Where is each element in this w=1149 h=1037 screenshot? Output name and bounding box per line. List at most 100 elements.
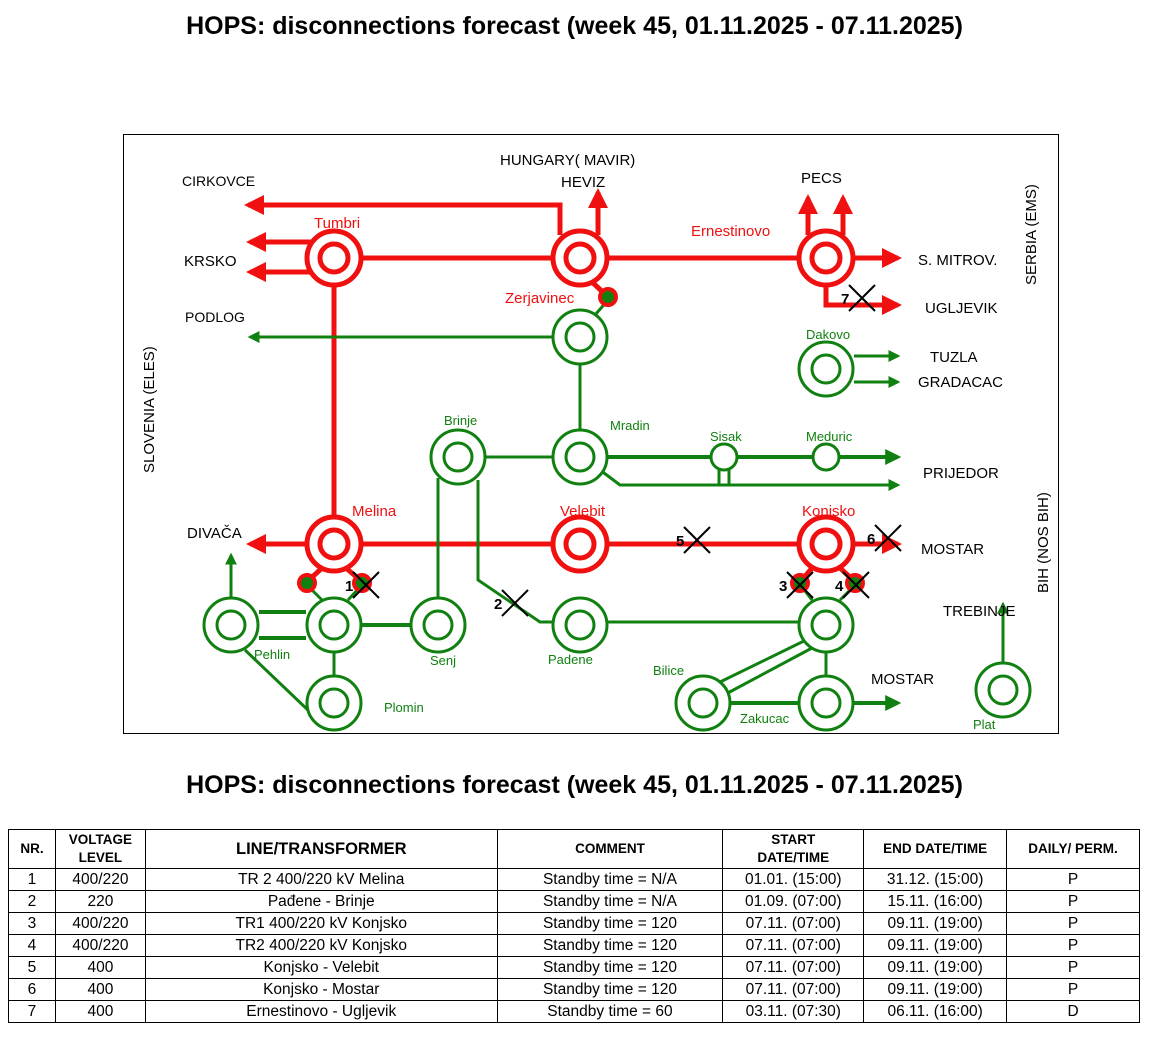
cell-start: 07.11. (07:00) <box>722 978 865 1001</box>
node-label-konjsko: Konjsko <box>802 503 855 520</box>
substation-konjsko-220 <box>797 596 855 654</box>
cell-voltage: 400 <box>54 1000 146 1023</box>
region-bih: BIH (NOS BIH) <box>1035 492 1052 593</box>
substation-senj <box>409 596 467 654</box>
substation-sisak <box>709 442 739 472</box>
cell-nr: 3 <box>8 912 56 935</box>
cell-comment: Standby time = 120 <box>496 912 724 935</box>
disconnection-number: 6 <box>867 531 875 548</box>
header-start-line2: DATE/TIME <box>757 850 830 865</box>
substation-velebit <box>550 514 610 574</box>
cell-start: 07.11. (07:00) <box>722 912 865 935</box>
cell-end: 09.11. (19:00) <box>863 912 1008 935</box>
node-label-plat: Plat <box>973 717 996 732</box>
ext-ugljevik: UGLJEVIK <box>925 300 998 317</box>
cell-daily: D <box>1006 1000 1140 1023</box>
ext-heviz: HEVIZ <box>561 174 605 191</box>
disconnection-number: 1 <box>345 578 353 595</box>
cell-daily: P <box>1006 912 1140 935</box>
ext-tuzla: TUZLA <box>930 349 978 366</box>
ext-mostar-220: MOSTAR <box>871 671 934 688</box>
cell-end: 06.11. (16:00) <box>863 1000 1008 1023</box>
substation-meduric <box>811 442 841 472</box>
region-serbia: SERBIA (EMS) <box>1023 184 1040 285</box>
cell-line: Konjsko - Velebit <box>144 956 498 979</box>
ext-divaca: DIVAČA <box>187 525 242 542</box>
cell-end: 15.11. (16:00) <box>863 890 1008 913</box>
disconnection-mark-2: 2 <box>494 589 529 617</box>
header-voltage: VOLTAGE LEVEL <box>54 829 146 869</box>
substation-heviz <box>550 228 610 288</box>
substation-zakucac <box>797 674 855 732</box>
node-label-meduric: Meduric <box>806 429 853 444</box>
substation-mradin <box>551 428 609 486</box>
cell-daily: P <box>1006 978 1140 1001</box>
node-label-plomin: Plomin <box>384 700 424 715</box>
substation-ernestinovo <box>796 228 856 288</box>
header-voltage-line1: VOLTAGE <box>68 832 133 847</box>
node-label-zakucac: Zakucac <box>740 711 790 726</box>
cell-voltage: 400/220 <box>54 934 146 957</box>
cell-line: TR 2 400/220 kV Melina <box>144 868 498 891</box>
ext-krsko: KRSKO <box>184 253 237 270</box>
cell-line: Pađene - Brinje <box>144 890 498 913</box>
transformer-dot <box>297 573 317 593</box>
cell-line: TR1 400/220 kV Konjsko <box>144 912 498 935</box>
node-label-senj: Senj <box>430 653 456 668</box>
substation-konjsko <box>796 514 856 574</box>
disconnection-number: 2 <box>494 596 502 613</box>
header-line: LINE/TRANSFORMER <box>144 829 498 869</box>
cell-nr: 4 <box>8 934 56 957</box>
page-title: HOPS: disconnections forecast (week 45, … <box>186 12 963 40</box>
substation-bilice <box>674 674 732 732</box>
disconnection-number: 4 <box>835 578 844 595</box>
substation-padene <box>551 596 609 654</box>
header-voltage-line2: LEVEL <box>78 850 123 865</box>
cell-voltage: 400 <box>54 956 146 979</box>
cell-nr: 1 <box>8 868 56 891</box>
region-slovenia: SLOVENIA (ELES) <box>141 346 158 473</box>
node-label-padene: Padene <box>548 652 593 667</box>
substation-dakovo <box>797 340 855 398</box>
transformer-dot <box>352 573 372 593</box>
disconnection-mark-1: 1 <box>345 571 380 599</box>
cell-voltage: 400/220 <box>54 868 146 891</box>
cell-nr: 6 <box>8 978 56 1001</box>
cell-nr: 2 <box>8 890 56 913</box>
substation-pehlin-b <box>305 596 363 654</box>
400kv-lines <box>244 188 902 582</box>
cell-nr: 7 <box>8 1000 56 1023</box>
cell-comment: Standby time = N/A <box>496 890 724 913</box>
cell-comment: Standby time = 60 <box>496 1000 724 1023</box>
node-label-ernestinovo: Ernestinovo <box>691 223 770 240</box>
ext-gradacac: GRADACAC <box>918 374 1003 391</box>
node-label-dakovo: Dakovo <box>806 327 850 342</box>
node-label-pehlin: Pehlin <box>254 647 290 662</box>
cell-comment: Standby time = N/A <box>496 868 724 891</box>
disconnection-mark-3: 3 <box>779 571 814 599</box>
cell-voltage: 400/220 <box>54 912 146 935</box>
disconnection-mark-7: 7 <box>841 284 876 312</box>
node-label-brinje: Brinje <box>444 413 477 428</box>
cell-line: Ernestinovo - Ugljevik <box>144 1000 498 1023</box>
region-hungary: HUNGARY( MAVIR) <box>500 152 635 169</box>
cell-comment: Standby time = 120 <box>496 978 724 1001</box>
cell-nr: 5 <box>8 956 56 979</box>
substation-brinje <box>429 428 487 486</box>
cell-start: 07.11. (07:00) <box>722 956 865 979</box>
cell-start: 01.01. (15:00) <box>722 868 865 891</box>
node-label-mradin: Mradin <box>610 418 650 433</box>
substation-plomin <box>305 674 363 732</box>
disconnection-mark-5: 5 <box>676 526 711 554</box>
table-title: HOPS: disconnections forecast (week 45, … <box>186 771 963 799</box>
node-label-melina: Melina <box>352 503 397 520</box>
node-label-tumbri: Tumbri <box>314 215 360 232</box>
header-end: END DATE/TIME <box>863 829 1008 869</box>
